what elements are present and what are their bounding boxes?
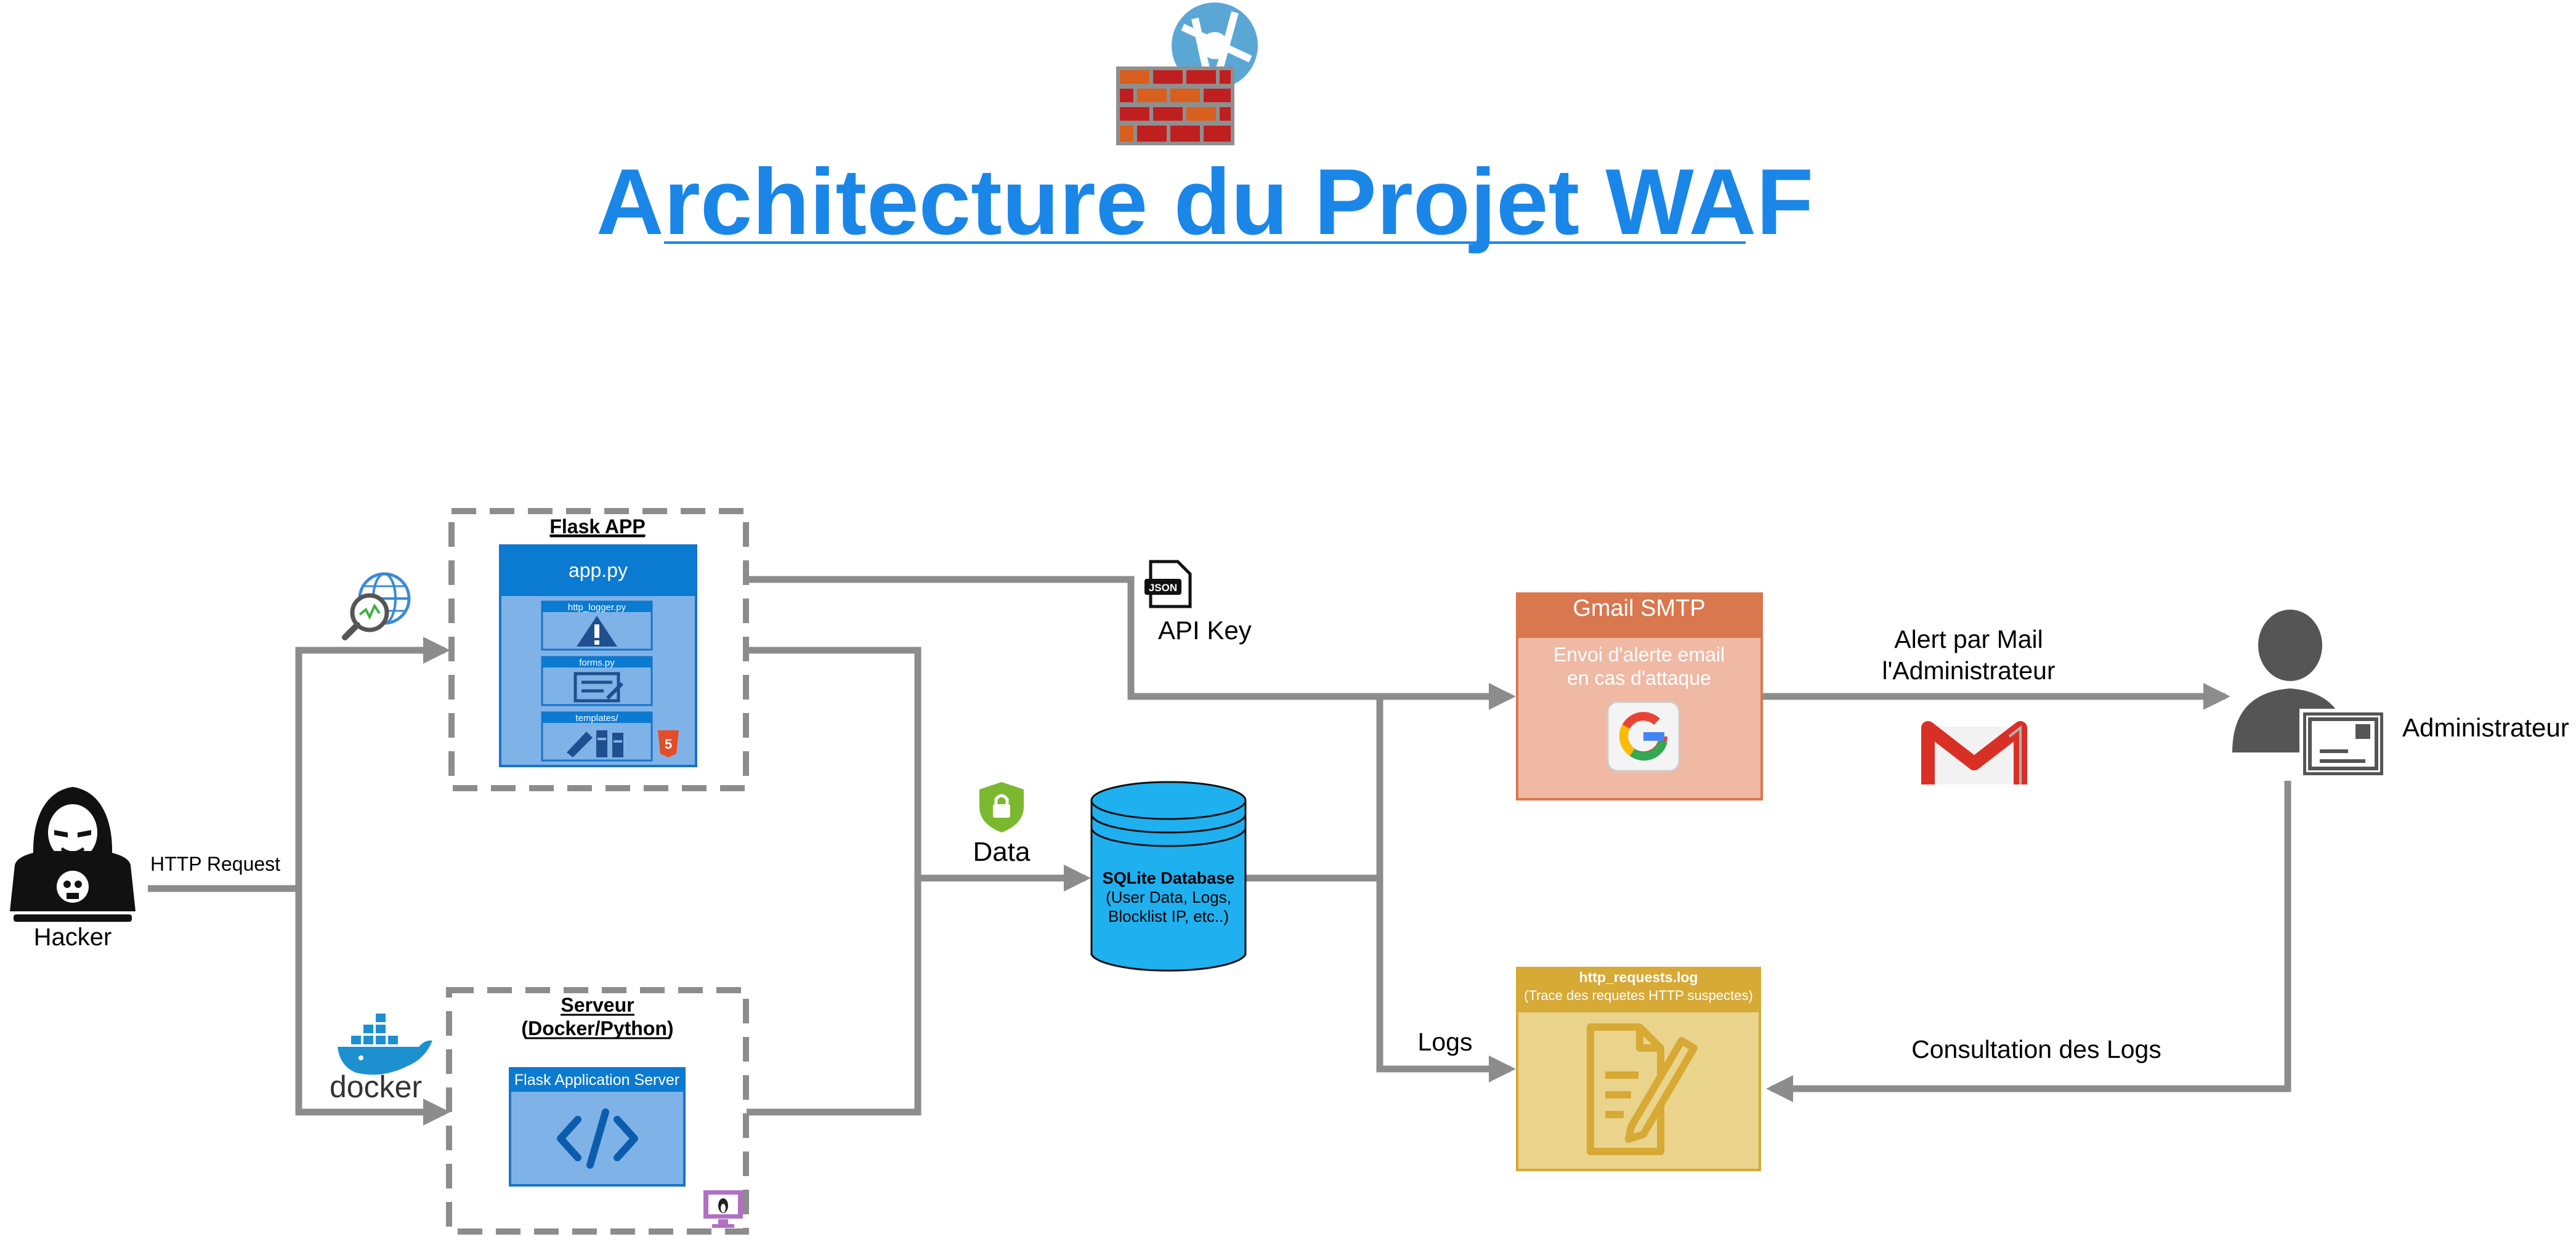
shield-lock-icon bbox=[979, 782, 1024, 833]
code-icon bbox=[557, 1108, 638, 1169]
docker-whale-icon bbox=[338, 1014, 432, 1075]
consultation-label: Consultation des Logs bbox=[1911, 1035, 2161, 1063]
edge-flask-db bbox=[747, 647, 921, 1116]
page-title: Architecture du Projet WAF bbox=[596, 150, 1813, 254]
warning-icon bbox=[577, 616, 617, 647]
log-title: http_requests.log bbox=[1579, 969, 1698, 985]
linux-icon bbox=[703, 1190, 743, 1228]
log-subtitle: (Trace des requetes HTTP suspectes) bbox=[1524, 988, 1753, 1003]
document-pen-icon bbox=[1587, 1023, 1698, 1155]
html5-icon: 5 bbox=[658, 730, 679, 757]
module-http-logger-label: http_logger.py bbox=[568, 602, 626, 613]
flask-application-server-label: Flask Application Server bbox=[514, 1071, 679, 1089]
hacker-icon bbox=[10, 787, 136, 922]
http-request-label: HTTP Request bbox=[150, 853, 280, 875]
data-label: Data bbox=[973, 837, 1031, 867]
flask-app-container bbox=[448, 508, 749, 791]
flask-app-label: Flask APP bbox=[549, 515, 645, 538]
google-icon bbox=[1606, 701, 1680, 772]
alert-label-line2: l'Administrateur bbox=[1882, 656, 2055, 685]
gmail-title: Gmail SMTP bbox=[1573, 595, 1705, 621]
connectors bbox=[148, 576, 2291, 1126]
docker-logo-text: docker bbox=[330, 1070, 422, 1104]
svg-text:5: 5 bbox=[665, 736, 672, 752]
gmail-line2: en cas d'attaque bbox=[1567, 667, 1711, 689]
app-py-card: app.py http_logger.py forms.py templates… bbox=[499, 544, 697, 767]
module-forms-label: forms.py bbox=[579, 658, 615, 668]
database-line2: Blocklist IP, etc..) bbox=[1108, 907, 1229, 925]
database-line1: (User Data, Logs, bbox=[1106, 888, 1231, 906]
database-title: SQLite Database bbox=[1103, 869, 1235, 887]
server-container bbox=[446, 987, 749, 1235]
edge-to-server bbox=[295, 889, 450, 1126]
json-file-icon: JSON bbox=[1144, 560, 1192, 608]
edge-to-flask bbox=[295, 637, 450, 889]
edge-flask-gmail bbox=[747, 576, 1516, 710]
json-badge-text: JSON bbox=[1149, 582, 1177, 594]
logs-label: Logs bbox=[1418, 1028, 1473, 1056]
admin-icon bbox=[2232, 610, 2387, 779]
sqlite-database bbox=[1090, 781, 1247, 972]
module-templates-label: templates/ bbox=[575, 713, 618, 724]
app-py-label: app.py bbox=[569, 559, 628, 581]
gmail-line1: Envoi d'alerte email bbox=[1553, 643, 1725, 666]
form-icon bbox=[573, 672, 624, 703]
firewall-icon bbox=[1116, 2, 1258, 145]
edge-admin-log bbox=[1766, 781, 2291, 1102]
flask-application-server-card: Flask Application Server bbox=[509, 1067, 686, 1187]
edge-trunk bbox=[1376, 696, 1516, 1083]
template-files-icon bbox=[567, 730, 623, 757]
gmail-icon bbox=[1921, 721, 2027, 784]
hacker-label: Hacker bbox=[34, 924, 112, 951]
server-label-line1: Serveur bbox=[561, 994, 634, 1016]
globe-search-icon bbox=[342, 572, 411, 640]
alert-label-line1: Alert par Mail bbox=[1894, 625, 2043, 653]
server-label-line2: (Docker/Python) bbox=[521, 1017, 673, 1039]
api-key-label: API Key bbox=[1158, 616, 1252, 645]
admin-label: Administrateur bbox=[2402, 713, 2569, 742]
